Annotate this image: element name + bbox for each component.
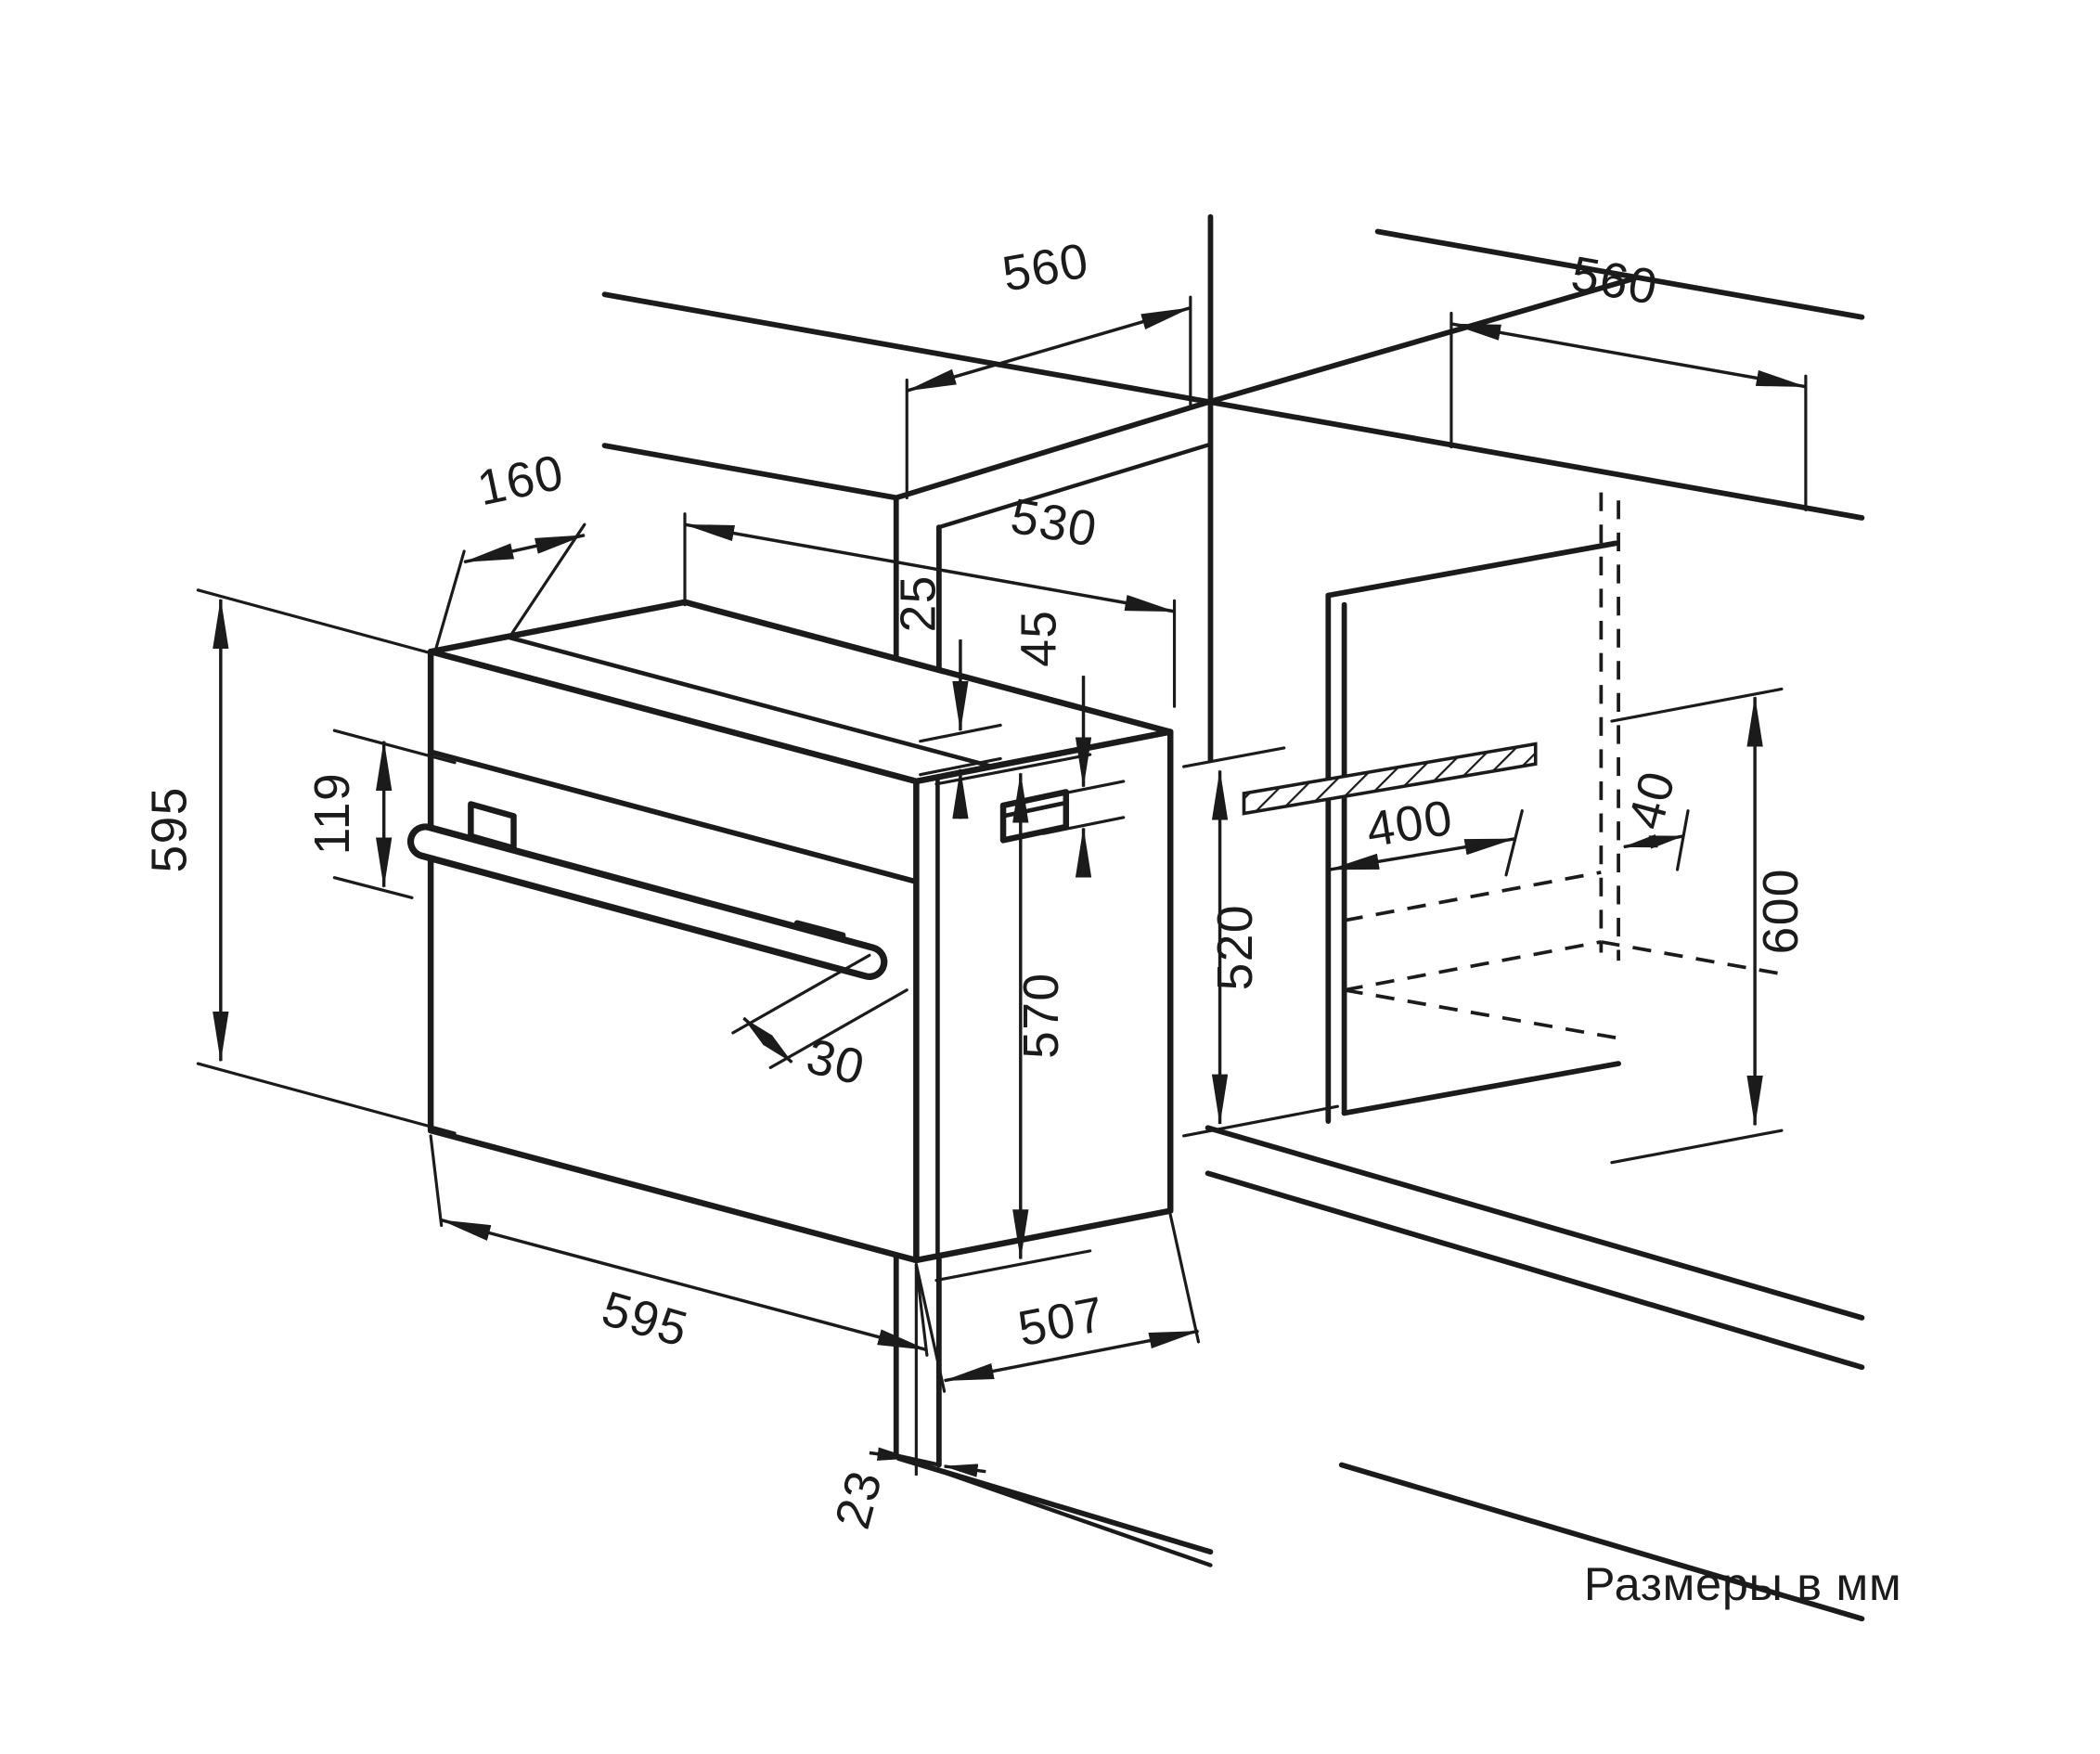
- corner-depth-edge: [1207, 276, 1638, 405]
- plinth-line-1: [1205, 1125, 1865, 1321]
- dim-clearance-top: 25: [892, 574, 1002, 819]
- dim-label-oven-depth-overall: 530: [1007, 489, 1102, 558]
- dim-oven-depth-overall: 530: [683, 489, 1177, 708]
- wall-top-edge: [601, 291, 1865, 521]
- dim-label-handle-depth: 30: [801, 1029, 870, 1096]
- niche-floor-front: [1344, 987, 1619, 1040]
- oven-drawing: [406, 599, 1174, 1264]
- control-panel-seam: [428, 749, 920, 884]
- upper-cabinet-edge: [601, 443, 899, 501]
- dim-top-offset: 160: [432, 445, 586, 655]
- dim-label-body-height: 570: [1014, 973, 1069, 1059]
- dim-door-overhang: 23: [825, 1264, 986, 1534]
- plinth-line-2: [1205, 1170, 1865, 1371]
- dim-label-niche-width: 560: [1567, 247, 1662, 316]
- units-note: Размеры в мм: [1584, 1557, 1901, 1610]
- niche-floor-depth-1: [1344, 871, 1602, 922]
- floor-line-left-2: [939, 1469, 1213, 1567]
- dim-label-oven-width: 595: [596, 1282, 694, 1358]
- dim-counter-depth: 560: [905, 233, 1192, 499]
- dim-handle-depth: 30: [731, 953, 908, 1096]
- door-handle-core: [414, 830, 882, 974]
- counter-depth-edge: [893, 398, 1214, 501]
- dim-label-body-depth: 507: [1014, 1287, 1110, 1358]
- dim-label-niche-clearance-height: 520: [1208, 904, 1263, 990]
- floor-line-right: [1338, 1462, 1865, 1622]
- cabinet-scene: [601, 213, 1865, 1622]
- dim-label-niche-height: 600: [1754, 868, 1809, 954]
- dim-niche-height: 600: [1610, 687, 1809, 1165]
- oven-top-seam: [504, 634, 995, 769]
- dim-label-clearance-top: 25: [892, 574, 947, 632]
- dim-niche-clearance-height: 520: [1182, 746, 1339, 1138]
- niche-floor-depth-2: [1344, 940, 1602, 992]
- dim-label-clearance-rear-top: 45: [1011, 610, 1066, 667]
- dim-label-rear-gap: 40: [1618, 765, 1686, 834]
- dimension-layer: 595 119 160 530 560: [142, 233, 1809, 1534]
- counter-depth-inner: [936, 442, 1213, 530]
- niche-side-top-edge: [1325, 540, 1619, 599]
- dim-label-top-offset: 160: [473, 445, 570, 516]
- dim-rear-gap: 40: [1618, 765, 1690, 871]
- dim-oven-height: 595: [142, 588, 457, 1135]
- dim-label-oven-height: 595: [142, 786, 197, 872]
- dim-label-door-overhang: 23: [825, 1464, 893, 1534]
- dim-clearance-rear-top: 45: [1011, 610, 1126, 878]
- dim-niche-width: 560: [1449, 247, 1808, 511]
- dim-label-vent-cutout: 400: [1363, 791, 1457, 858]
- dim-label-counter-depth: 560: [998, 233, 1093, 302]
- dim-label-panel-height: 119: [305, 772, 360, 855]
- dim-body-height: 570: [934, 753, 1092, 1283]
- wall-top-back-edge: [1374, 228, 1865, 320]
- dim-vent-cutout: 400: [1328, 791, 1524, 877]
- countertop-section-hatch: [1242, 742, 1538, 816]
- niche-side-bottom-edge: [1341, 1061, 1621, 1116]
- dim-panel-height: 119: [305, 729, 457, 899]
- niche-hidden-edges: [1344, 492, 1790, 1040]
